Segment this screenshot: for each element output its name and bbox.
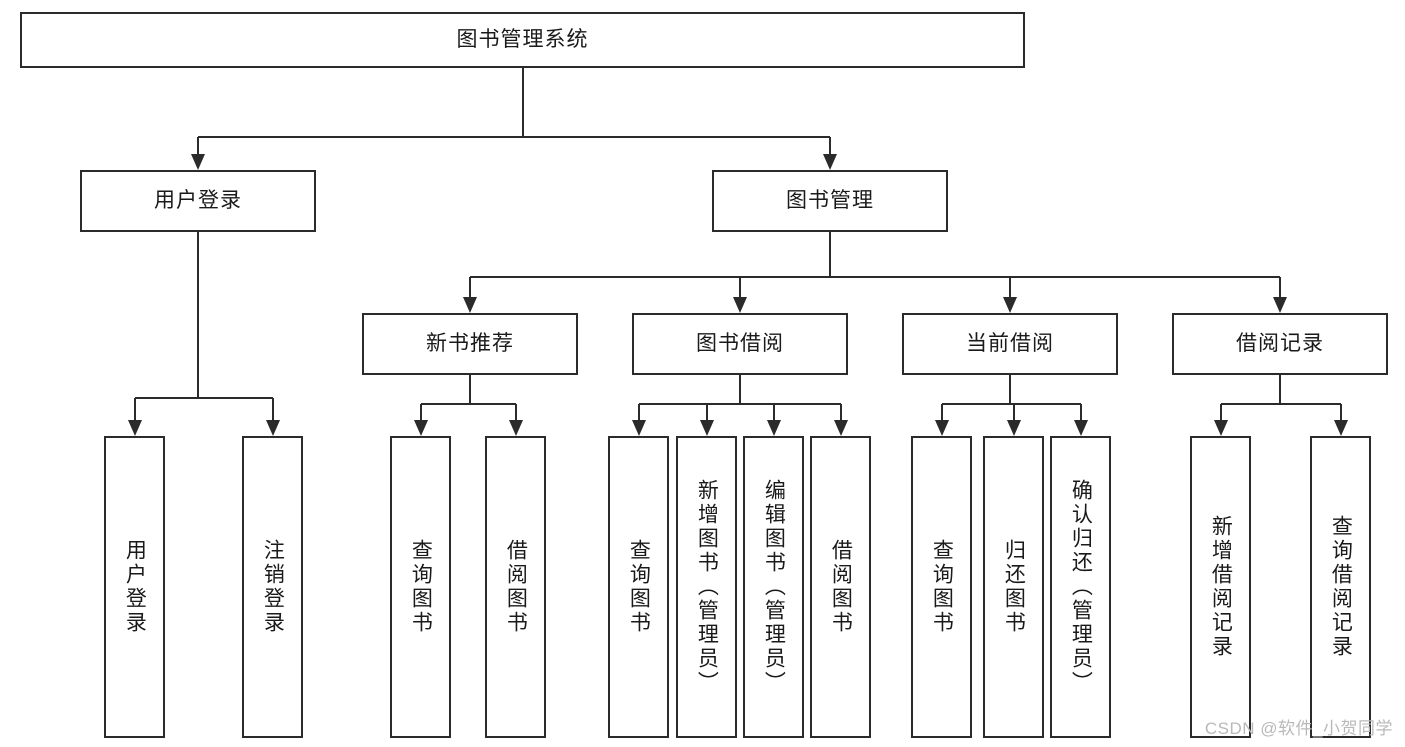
node-book-borrow[interactable]: 图书借阅	[632, 313, 848, 375]
connector-bus	[420, 403, 516, 405]
connector-drop	[1079, 404, 1082, 420]
arrowhead-icon	[1213, 420, 1228, 436]
node-label: 确认归还（管理员）	[1069, 479, 1093, 695]
node-leaf-return-book[interactable]: 归还图书	[983, 436, 1044, 738]
connector-bus	[941, 403, 1081, 405]
connector-bus	[638, 403, 841, 405]
arrowhead-icon	[1003, 297, 1017, 313]
node-label: 注销登录	[261, 539, 285, 635]
arrowhead-icon	[413, 420, 428, 436]
node-leaf-add-book[interactable]: 新增图书（管理员）	[676, 436, 737, 738]
connector-trunk	[1279, 375, 1281, 404]
arrowhead-icon	[733, 297, 747, 313]
node-leaf-query-record[interactable]: 查询借阅记录	[1310, 436, 1371, 738]
node-label: 图书管理系统	[456, 27, 589, 51]
node-leaf-add-record[interactable]: 新增借阅记录	[1190, 436, 1251, 738]
node-leaf-query-book-2[interactable]: 查询图书	[608, 436, 669, 738]
node-label: 新增借阅记录	[1209, 515, 1233, 659]
connector-trunk	[1009, 375, 1011, 404]
connector-bus	[134, 397, 273, 399]
connector-drop	[1012, 404, 1015, 420]
connector-drop	[705, 404, 708, 420]
node-label: 查询图书	[627, 539, 651, 635]
node-label: 借阅记录	[1236, 331, 1324, 355]
connector-drop	[1009, 277, 1011, 297]
connector-trunk	[469, 375, 471, 404]
node-label: 借阅图书	[504, 539, 528, 635]
node-leaf-logout[interactable]: 注销登录	[242, 436, 303, 738]
connector-drop	[1279, 277, 1281, 297]
node-label: 用户登录	[123, 539, 147, 635]
connector-drop	[772, 404, 775, 420]
arrowhead-icon	[833, 420, 848, 436]
arrowhead-icon	[823, 154, 837, 170]
connector-drop	[1219, 404, 1222, 420]
node-leaf-confirm-return[interactable]: 确认归还（管理员）	[1050, 436, 1111, 738]
node-book-manage[interactable]: 图书管理	[712, 170, 948, 232]
node-leaf-user-login[interactable]: 用户登录	[104, 436, 165, 738]
node-label: 借阅图书	[829, 539, 853, 635]
connector-drop	[133, 398, 136, 420]
arrowhead-icon	[265, 420, 280, 436]
node-label: 新书推荐	[426, 331, 514, 355]
arrowhead-icon	[508, 420, 523, 436]
arrowhead-icon	[1073, 420, 1088, 436]
connector-drop	[940, 404, 943, 420]
connector-drop	[637, 404, 640, 420]
arrowhead-icon	[1273, 297, 1287, 313]
node-root[interactable]: 图书管理系统	[20, 12, 1025, 68]
connector-drop	[829, 137, 831, 154]
arrowhead-icon	[631, 420, 646, 436]
arrowhead-icon	[934, 420, 949, 436]
node-user-login[interactable]: 用户登录	[80, 170, 316, 232]
arrowhead-icon	[699, 420, 714, 436]
node-label: 用户登录	[154, 188, 242, 212]
connector-drop	[514, 404, 517, 420]
node-current-borrow[interactable]: 当前借阅	[902, 313, 1118, 375]
connector-trunk	[829, 232, 831, 277]
connector-bus	[470, 276, 1280, 278]
connector-trunk	[521, 68, 524, 137]
node-leaf-query-book-1[interactable]: 查询图书	[390, 436, 451, 738]
connector-drop	[839, 404, 842, 420]
node-borrow-record[interactable]: 借阅记录	[1172, 313, 1388, 375]
connector-drop	[1339, 404, 1342, 420]
connector-drop	[419, 404, 422, 420]
node-label: 当前借阅	[966, 331, 1054, 355]
node-new-book-recommend[interactable]: 新书推荐	[362, 313, 578, 375]
node-leaf-borrow-book-2[interactable]: 借阅图书	[810, 436, 871, 738]
node-label: 图书借阅	[696, 331, 784, 355]
node-leaf-edit-book[interactable]: 编辑图书（管理员）	[743, 436, 804, 738]
node-label: 图书管理	[786, 188, 874, 212]
connector-drop	[469, 277, 471, 297]
node-label: 查询图书	[930, 539, 954, 635]
node-label: 新增图书（管理员）	[695, 479, 719, 695]
arrowhead-icon	[191, 154, 205, 170]
node-leaf-borrow-book-1[interactable]: 借阅图书	[485, 436, 546, 738]
connector-bus	[198, 136, 830, 138]
node-label: 归还图书	[1002, 539, 1026, 635]
connector-drop	[739, 277, 741, 297]
connector-trunk	[197, 232, 199, 398]
arrowhead-icon	[1006, 420, 1021, 436]
connector-drop	[197, 137, 199, 154]
node-label: 查询图书	[409, 539, 433, 635]
arrowhead-icon	[463, 297, 477, 313]
connector-drop	[271, 398, 274, 420]
arrowhead-icon	[127, 420, 142, 436]
arrowhead-icon	[766, 420, 781, 436]
arrowhead-icon	[1333, 420, 1348, 436]
node-leaf-query-book-3[interactable]: 查询图书	[911, 436, 972, 738]
node-label: 编辑图书（管理员）	[762, 479, 786, 695]
node-label: 查询借阅记录	[1329, 515, 1353, 659]
connector-bus	[1220, 403, 1341, 405]
connector-trunk	[739, 375, 741, 404]
